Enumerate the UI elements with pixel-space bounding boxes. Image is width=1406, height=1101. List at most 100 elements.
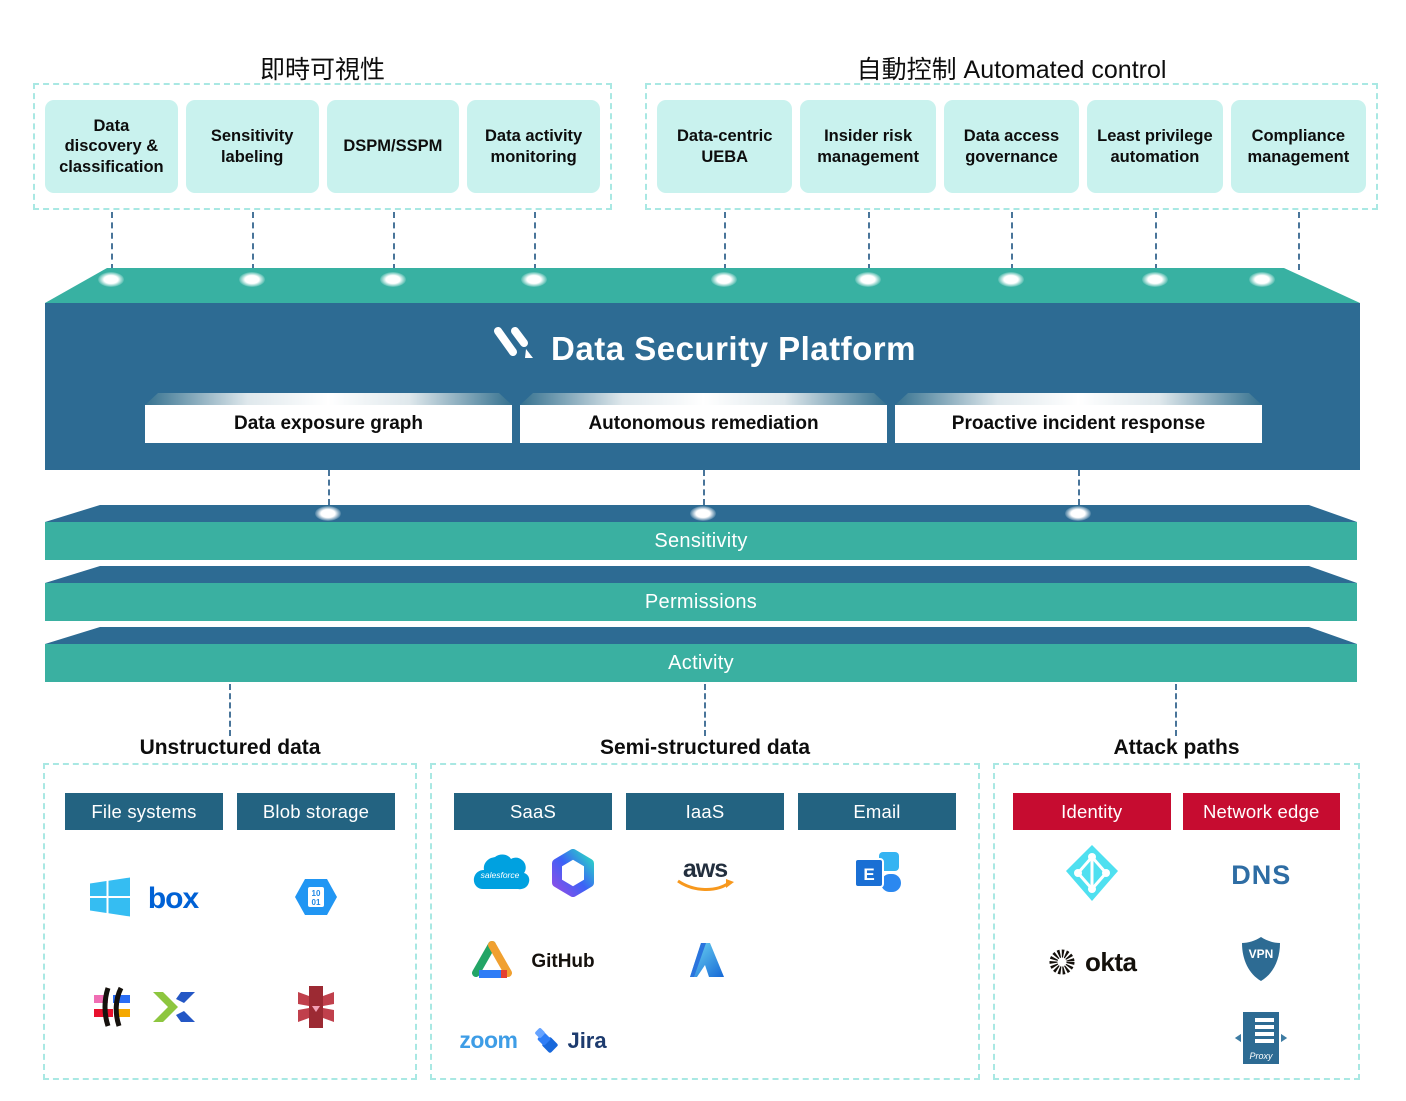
windows-icon <box>89 877 130 922</box>
connector-line <box>724 212 726 270</box>
connector-line <box>703 470 705 505</box>
azure-icon <box>685 942 725 982</box>
button-file-systems: File systems <box>65 793 223 830</box>
attack-paths-title: Attack paths <box>1113 736 1240 759</box>
aws-s3-icon <box>296 984 336 1035</box>
chip-dspm-sspm: DSPM/SSPM <box>326 100 460 193</box>
email-logos-row2 <box>798 921 956 1003</box>
salesforce-icon: salesforce <box>469 851 531 900</box>
iaas-logos-row1: aws <box>626 835 784 917</box>
visibility-chips: Data discovery & classification Sensitiv… <box>45 100 600 193</box>
capability-box-top <box>895 393 1262 405</box>
capability-proactive-incident-response: Proactive incident response <box>895 393 1262 443</box>
hashtag-weave-icon <box>91 986 133 1033</box>
file-systems-logos-row2 <box>65 968 223 1050</box>
attack-paths-section: Identity Network edge DNS <box>993 763 1360 1080</box>
glow-dot <box>315 506 341 521</box>
blob-storage-logos-row1: 10 01 <box>237 858 395 940</box>
azure-blob-icon: 10 01 <box>293 874 339 925</box>
control-chips: Data-centric UEBA Insider risk managemen… <box>657 100 1367 193</box>
glow-dot <box>690 506 716 521</box>
glow-dot <box>1065 506 1091 521</box>
control-group-title: 自動控制 Automated control <box>856 56 1167 84</box>
connector-line <box>393 212 395 270</box>
chip-compliance-management: Compliance management <box>1230 100 1367 193</box>
exchange-letter: E <box>863 865 874 884</box>
platform-top-face <box>45 268 1360 303</box>
email-logos-row1: E <box>798 835 956 917</box>
connector-line <box>252 212 254 270</box>
microsoft-365-icon <box>549 849 597 902</box>
layer-top-face <box>45 627 1357 644</box>
okta-logo: okta <box>1047 947 1137 978</box>
dns-logo: DNS <box>1231 860 1292 890</box>
email-logos-row3 <box>798 1008 956 1074</box>
semi-structured-title: Semi-structured data <box>599 736 811 759</box>
blob-binary-bottom: 01 <box>312 898 321 907</box>
glow-dot <box>380 272 406 287</box>
connector-line <box>328 470 330 505</box>
azure-ad-icon <box>1065 844 1119 907</box>
aws-wordmark: aws <box>682 854 728 883</box>
glow-dot <box>521 272 547 287</box>
chip-least-privilege: Least privilege automation <box>1087 100 1223 193</box>
capability-label: Proactive incident response <box>895 405 1262 443</box>
unstructured-title: Unstructured data <box>139 736 321 759</box>
connector-line <box>229 684 231 736</box>
glow-dot <box>239 272 265 287</box>
glow-dot <box>855 272 881 287</box>
button-iaas: IaaS <box>626 793 784 830</box>
glow-dot <box>711 272 737 287</box>
chip-data-discovery: Data discovery & classification <box>45 100 178 193</box>
jira-icon <box>535 1027 559 1053</box>
connector-line <box>868 212 870 270</box>
blob-binary-top: 10 <box>312 889 321 898</box>
button-email: Email <box>798 793 956 830</box>
github-logo: GitHub <box>531 951 595 972</box>
saas-logos-row2: GitHub <box>454 921 612 1003</box>
capability-autonomous-remediation: Autonomous remediation <box>520 393 887 443</box>
connector-line <box>704 684 706 736</box>
capability-box-top <box>145 393 512 405</box>
connector-line <box>111 212 113 270</box>
identity-logos-row3 <box>1013 1008 1171 1074</box>
layer-activity: Activity <box>45 644 1357 682</box>
connector-line <box>1011 212 1013 270</box>
exchange-icon: E <box>851 851 903 900</box>
semi-structured-section: SaaS IaaS Email salesforce <box>430 763 980 1080</box>
platform-capabilities: Data exposure graph Autonomous remediati… <box>145 393 1262 443</box>
chip-data-activity-monitoring: Data activity monitoring <box>467 100 600 193</box>
network-edge-logos-row3: Proxy <box>1183 1008 1341 1074</box>
connector-line <box>534 212 536 270</box>
chip-data-centric-ueba: Data-centric UEBA <box>657 100 793 193</box>
zoom-logo: zoom <box>459 1027 518 1053</box>
blob-storage-logos-row2 <box>237 968 395 1050</box>
iaas-logos-row3 <box>626 1008 784 1074</box>
google-drive-icon <box>471 940 513 984</box>
glow-dot <box>998 272 1024 287</box>
box-logo: box <box>147 882 199 915</box>
connector-line <box>1078 470 1080 505</box>
file-systems-logos-row1: box <box>65 858 223 940</box>
saas-logos-row3: zoom Jira <box>454 1008 612 1074</box>
connector-line <box>1298 212 1300 270</box>
button-blob-storage: Blob storage <box>237 793 395 830</box>
salesforce-wordmark: salesforce <box>481 870 520 880</box>
vpn-label: VPN <box>1249 947 1274 961</box>
platform-title: Data Security Platform <box>551 329 916 367</box>
layer-top-face <box>45 566 1357 583</box>
capability-label: Data exposure graph <box>145 405 512 443</box>
chip-sensitivity-labeling: Sensitivity labeling <box>185 100 319 193</box>
varonis-logo-icon <box>489 325 535 372</box>
visibility-group-title: 即時可視性 <box>259 56 385 84</box>
button-network-edge: Network edge <box>1182 793 1340 830</box>
aws-icon: aws <box>676 854 734 893</box>
iaas-logos-row2 <box>626 921 784 1003</box>
connector-line <box>1155 212 1157 270</box>
identity-logos-row1 <box>1013 835 1171 917</box>
proxy-label: Proxy <box>1250 1051 1274 1061</box>
layer-permissions: Permissions <box>45 583 1357 621</box>
layer-sensitivity: Sensitivity <box>45 522 1357 560</box>
platform-header: Data Security Platform <box>45 325 1360 372</box>
